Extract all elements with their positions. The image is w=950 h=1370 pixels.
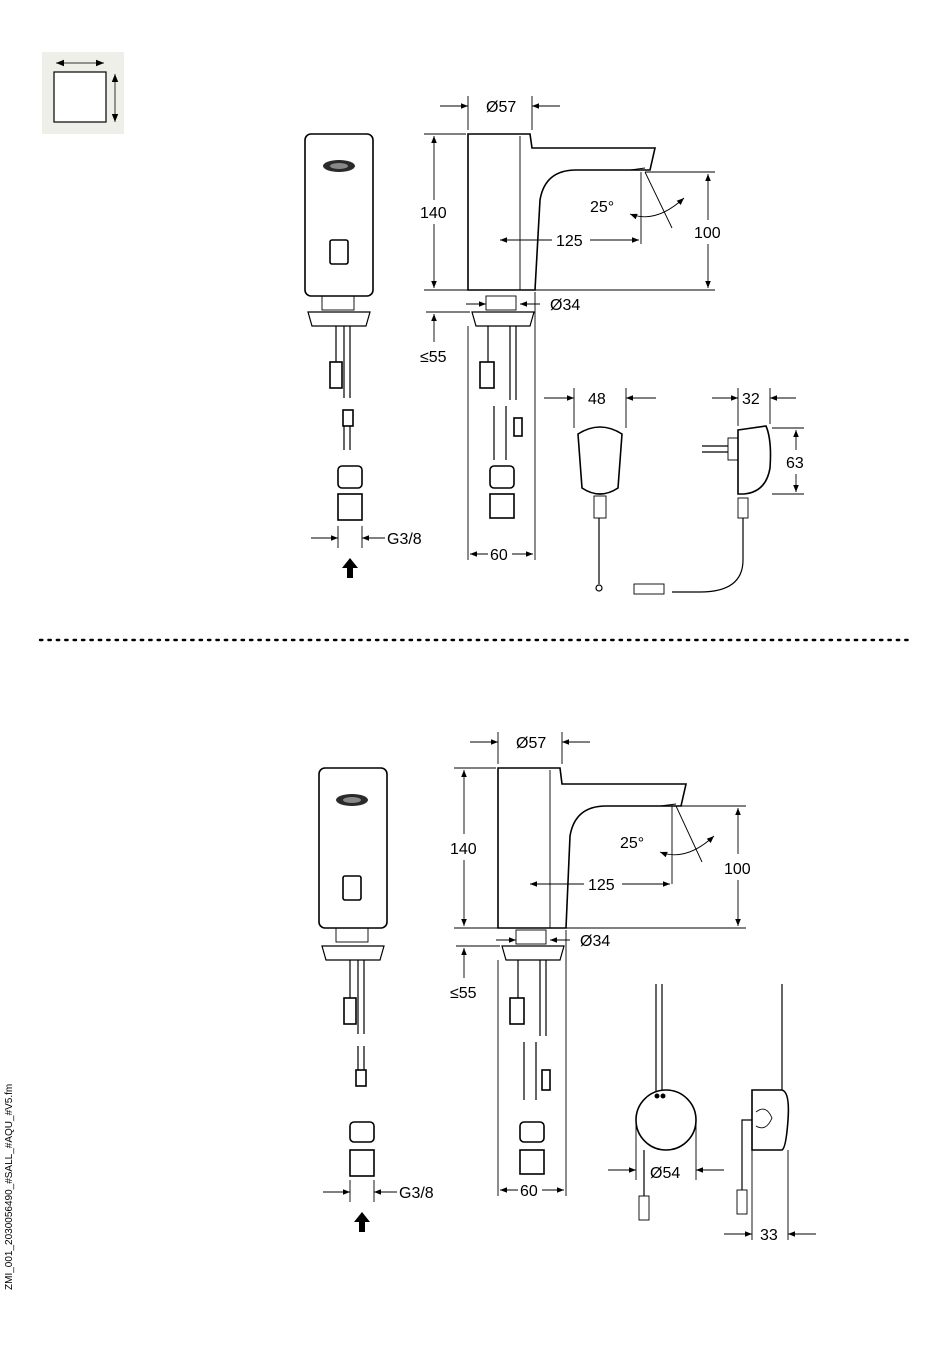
top-base-width: 60 [490, 547, 508, 564]
top-power-adapter: 32 63 [634, 388, 804, 594]
top-dia-base: Ø34 [550, 297, 580, 314]
bottom-height-outlet: 100 [724, 861, 751, 878]
top-thread-label: G3/8 [387, 531, 422, 548]
top-adapter-width: 32 [742, 391, 760, 408]
bottom-base-width: 60 [520, 1183, 538, 1200]
top-front-view [305, 134, 373, 520]
top-max-thickness: ≤55 [420, 349, 447, 366]
top-reach: 125 [556, 233, 583, 250]
top-box-width: 48 [588, 391, 606, 408]
bottom-thread-dim: G3/8 [323, 1180, 434, 1202]
bottom-box-diameter: Ø54 [650, 1165, 680, 1182]
top-control-box: 48 [544, 388, 656, 591]
page-size-icon [42, 52, 124, 134]
top-adapter-height: 63 [786, 455, 804, 472]
bottom-dia-spout: Ø57 [516, 735, 546, 752]
document-code: ZMI_001_2030056490_#SALL_#AQU_#V5.fm [4, 1084, 15, 1290]
bottom-thread-label: G3/8 [399, 1185, 434, 1202]
arrow-up-icon [354, 1212, 370, 1232]
bottom-front-view [319, 768, 387, 1176]
top-angle: 25° [590, 199, 614, 216]
top-height-total: 140 [420, 205, 447, 222]
bottom-max-thickness: ≤55 [450, 985, 477, 1002]
bottom-angle: 25° [620, 835, 644, 852]
bottom-box-depth: 33 [760, 1227, 778, 1244]
bottom-control-box: Ø54 [608, 984, 724, 1220]
top-height-outlet: 100 [694, 225, 721, 242]
bottom-height-total: 140 [450, 841, 477, 858]
top-side-view [468, 134, 655, 518]
top-thread-dim: G3/8 [311, 526, 422, 548]
arrow-up-icon [342, 558, 358, 578]
bottom-reach: 125 [588, 877, 615, 894]
bottom-control-box-side: 33 [724, 984, 816, 1244]
top-dia-spout: Ø57 [486, 99, 516, 116]
bottom-dia-base: Ø34 [580, 933, 610, 950]
